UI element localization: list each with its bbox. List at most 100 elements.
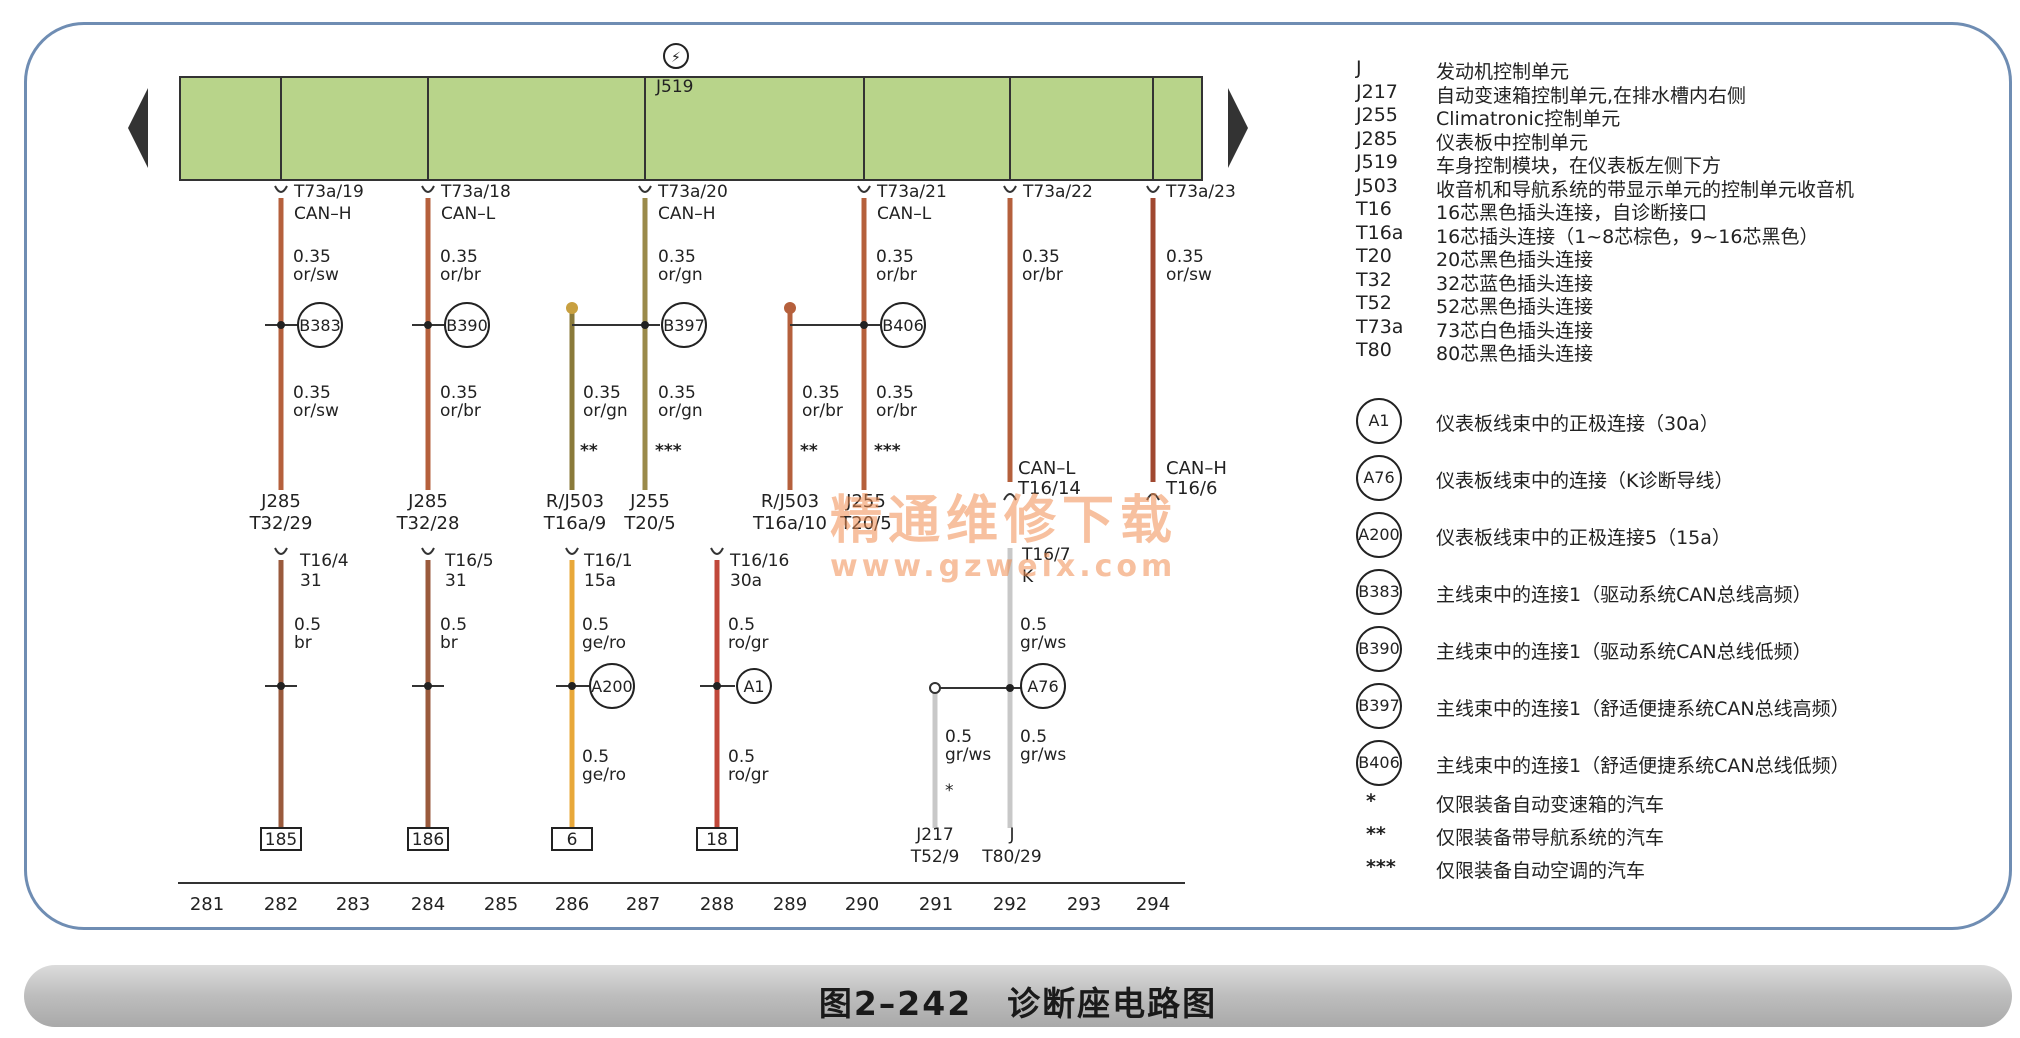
svg-text:0.5: 0.5 — [945, 727, 972, 747]
junction-circle-icon: A76 — [1356, 455, 1402, 501]
legend-code: J285 — [1356, 127, 1398, 150]
legend-code: J217 — [1356, 80, 1398, 103]
terminal-186: 186 — [412, 830, 444, 850]
scale-tick-292: 292 — [993, 894, 1027, 915]
svg-text:**: ** — [580, 441, 598, 461]
conn-sig-3: CAN–H — [658, 204, 716, 224]
svg-text:or/sw: or/sw — [293, 401, 339, 421]
svg-text:T80/29: T80/29 — [981, 847, 1041, 867]
dest-j255-1: J255 — [629, 491, 670, 512]
wire-size-4: 0.35 — [876, 247, 914, 267]
scale-tick-285: 285 — [484, 894, 518, 915]
junction-b383: B383 — [299, 316, 341, 335]
svg-text:gr/ws: gr/ws — [945, 745, 991, 765]
diagram-frame — [24, 22, 2012, 930]
legend-code: T52 — [1356, 292, 1392, 314]
wire-size-3: 0.35 — [658, 247, 696, 267]
svg-text:15a: 15a — [584, 571, 616, 591]
wire-size-5: 0.35 — [1022, 247, 1060, 267]
svg-text:gr/ws: gr/ws — [1020, 633, 1066, 653]
conn-pin-5: T73a/22 — [1022, 182, 1093, 202]
svg-text:ro/gr: ro/gr — [728, 633, 769, 653]
conn-pin-1: T73a/19 — [293, 182, 364, 202]
svg-text:0.5: 0.5 — [728, 615, 755, 635]
wire-color-3: or/gn — [658, 265, 703, 285]
svg-text:0.5: 0.5 — [1020, 727, 1047, 747]
svg-text:T16/16: T16/16 — [729, 551, 789, 571]
scale-tick-284: 284 — [411, 894, 445, 915]
svg-text:***: *** — [655, 441, 682, 461]
wire-color-1: or/sw — [293, 265, 339, 285]
legend-desc: 发动机控制单元 — [1436, 61, 1570, 83]
conn-pin-4: T73a/21 — [876, 182, 947, 202]
dest-j285-1: J285 — [260, 491, 301, 512]
svg-text:0.35: 0.35 — [658, 383, 696, 403]
junction-circle-icon: B383 — [1356, 569, 1402, 615]
junction-a76: A76 — [1027, 677, 1058, 696]
svg-text:or/br: or/br — [440, 401, 481, 421]
junction-circle-icon: A1 — [1356, 398, 1402, 444]
svg-text:T16/5: T16/5 — [444, 551, 494, 571]
conn-pin-3: T73a/20 — [657, 182, 728, 202]
legend-desc: 收音机和导航系统的带显示单元的控制单元收音机 — [1436, 178, 1855, 201]
circle-legend-desc: 主线束中的连接1（驱动系统CAN总线高频） — [1436, 584, 1812, 606]
svg-text:*: * — [945, 781, 954, 801]
conn-sig-1: CAN–H — [294, 204, 352, 224]
circle-legend-desc: 仪表板线束中的连接（K诊断导线） — [1436, 470, 1734, 492]
star-legend-desc: 仅限装备自动变速箱的汽车 — [1436, 794, 1665, 816]
dest-rj503-1: R/J503 — [546, 491, 604, 512]
svg-text:br: br — [440, 633, 458, 653]
scale-tick-294: 294 — [1136, 894, 1170, 915]
svg-text:T32/29: T32/29 — [249, 513, 313, 534]
junction-circle-icon: B397 — [1356, 683, 1402, 729]
legend-code: T80 — [1356, 339, 1392, 361]
scale-tick-281: 281 — [190, 894, 224, 915]
legend-code: J519 — [1356, 151, 1398, 173]
svg-text:31: 31 — [300, 571, 322, 591]
scale-tick-291: 291 — [919, 894, 953, 915]
circuit-diagram: ⚡ J519 T73a/19 CAN–H T73a/18 CAN–L T73a/… — [128, 43, 1248, 915]
legend-desc: 自动变速箱控制单元,在排水槽内右侧 — [1436, 84, 1747, 107]
svg-text:T16/1: T16/1 — [583, 551, 633, 571]
dest-j255-2: J255 — [845, 491, 886, 512]
svg-text:0.35: 0.35 — [876, 383, 914, 403]
legend-desc: 仪表板中控制单元 — [1436, 131, 1589, 154]
right-arrow-icon[interactable] — [1228, 88, 1248, 168]
legend-desc: 20芯黑色插头连接 — [1436, 249, 1594, 271]
dest-rj503-2: R/J503 — [761, 491, 819, 512]
legend-code: T32 — [1356, 268, 1392, 291]
svg-text:0.35: 0.35 — [293, 383, 331, 403]
j519-module — [179, 76, 1203, 181]
terminal-18: 18 — [706, 830, 728, 850]
left-arrow-icon[interactable] — [128, 88, 148, 168]
star-legend-desc: 仅限装备带导航系统的汽车 — [1436, 827, 1665, 849]
circle-legend-desc: 仪表板线束中的正极连接5（15a） — [1436, 527, 1731, 549]
legend-desc: 32芯蓝色插头连接 — [1436, 272, 1594, 295]
legend-desc: 80芯黑色插头连接 — [1436, 343, 1594, 365]
diag-can-l: CAN–L — [1018, 458, 1075, 479]
junction-b390: B390 — [446, 316, 488, 335]
svg-text:0.5: 0.5 — [294, 615, 321, 635]
wire-color-6: or/sw — [1166, 265, 1212, 285]
svg-text:T16a/9: T16a/9 — [543, 513, 606, 534]
svg-text:T20/5: T20/5 — [623, 513, 675, 534]
legend-code: J255 — [1356, 104, 1398, 126]
legend-code: T73a — [1356, 315, 1404, 338]
junction-b397: B397 — [663, 316, 705, 335]
svg-text:br: br — [294, 633, 312, 653]
figure-caption: 图2–242 诊断座电路图 — [818, 984, 1218, 1023]
scale-tick-287: 287 — [626, 894, 660, 915]
scale-tick-293: 293 — [1067, 894, 1101, 915]
wire-size-1: 0.35 — [293, 247, 331, 267]
svg-text:or/br: or/br — [876, 401, 917, 421]
dest-j217: J217 — [915, 825, 953, 845]
legend-code: T16 — [1356, 198, 1392, 220]
terminal-6: 6 — [567, 830, 578, 850]
star-legend-desc: 仅限装备自动空调的汽车 — [1436, 860, 1646, 882]
scale-tick-286: 286 — [555, 894, 589, 915]
svg-text:ro/gr: ro/gr — [728, 765, 769, 785]
module-symbol: ⚡ — [671, 50, 681, 66]
star-mark: ** — [1366, 823, 1386, 845]
dest-j285-2: J285 — [407, 491, 448, 512]
junction-circle-icon: B406 — [1356, 740, 1402, 786]
